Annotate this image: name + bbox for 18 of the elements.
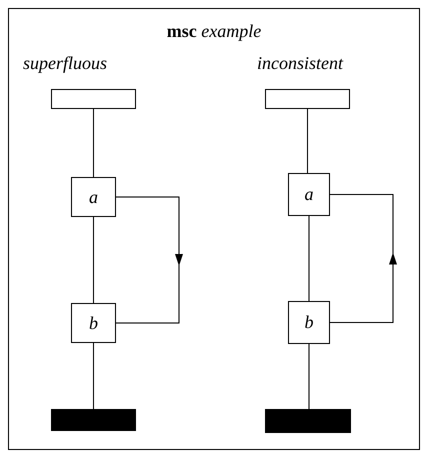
msc-frame <box>8 8 420 450</box>
message-arrow <box>330 194 397 323</box>
instance-name: inconsistent <box>257 53 343 74</box>
message-arrow <box>116 196 183 324</box>
lifeline <box>308 344 310 410</box>
lifeline <box>93 216 94 304</box>
frame-label: msc example <box>166 21 262 42</box>
instance-name: superfluous <box>23 53 108 74</box>
condition-box: a <box>71 177 116 217</box>
lifeline <box>308 216 310 302</box>
lifeline <box>93 108 94 178</box>
lifeline <box>307 108 308 174</box>
instance-end-bar <box>265 409 351 433</box>
lifeline <box>93 342 94 410</box>
condition-box: b <box>71 303 116 343</box>
condition-box: a <box>288 173 330 216</box>
instance-end-bar <box>51 409 136 431</box>
condition-box: b <box>288 301 330 344</box>
